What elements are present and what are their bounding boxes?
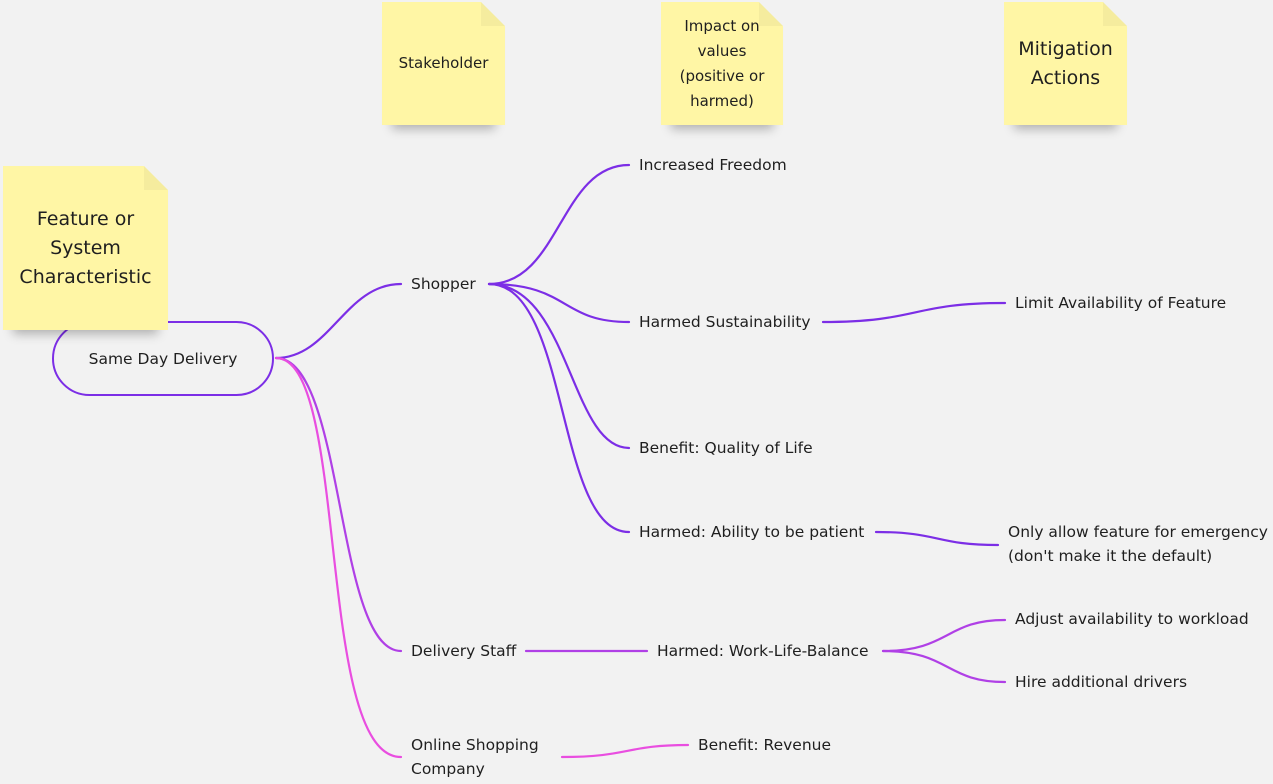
edge-worklife-hire [881, 649, 1007, 684]
sticky-note-stakeholder[interactable]: Stakeholder [382, 2, 505, 125]
node-adjust-availability-label: Adjust availability to workload [1015, 610, 1249, 628]
node-increased-freedom-label: Increased Freedom [639, 156, 787, 174]
node-only-emergency-line2: (don't make it the default) [1008, 547, 1213, 565]
edge-root-online-company [274, 356, 403, 759]
sticky-note-mitigation[interactable]: Mitigation Actions [1004, 2, 1127, 125]
edge-sustainability-limit [821, 301, 1007, 324]
sticky-note-stakeholder-text: Stakeholder [398, 54, 489, 72]
edge-root-delivery-staff [274, 356, 403, 653]
sticky-note-impact-text: Impact on values (positive or harmed) [679, 16, 765, 110]
edge-patient-emergency [874, 530, 1000, 547]
node-limit-availability[interactable]: Limit Availability of Feature [1015, 291, 1226, 315]
node-harmed-sustainability-label: Harmed Sustainability [639, 313, 811, 331]
sticky-note-mitigation-text: Mitigation Actions [1018, 37, 1113, 89]
edge-shopper-patient [487, 282, 631, 534]
node-benefit-revenue-label: Benefit: Revenue [698, 736, 832, 754]
sticky-note-impact[interactable]: Impact on values (positive or harmed) [661, 2, 783, 125]
node-benefit-revenue[interactable]: Benefit: Revenue [698, 733, 831, 757]
node-harmed-ability-patient[interactable]: Harmed: Ability to be patient [639, 520, 864, 544]
node-shopper-label: Shopper [411, 275, 476, 293]
node-increased-freedom[interactable]: Increased Freedom [639, 153, 787, 177]
node-only-emergency-line1: Only allow feature for emergency [1008, 523, 1268, 541]
node-online-shopping-company[interactable]: Online Shopping Company [411, 733, 539, 781]
node-harmed-sustainability[interactable]: Harmed Sustainability [639, 310, 811, 334]
node-online-shopping-company-line1: Online Shopping [411, 736, 539, 754]
node-shopper[interactable]: Shopper [411, 272, 476, 296]
edge-shopper-sustainability [487, 282, 631, 324]
mindmap-root-node[interactable]: Same Day Delivery [52, 321, 274, 396]
node-online-shopping-company-line2: Company [411, 760, 485, 778]
node-hire-drivers-label: Hire additional drivers [1015, 673, 1188, 691]
node-delivery-staff[interactable]: Delivery Staff [411, 639, 516, 663]
node-delivery-staff-label: Delivery Staff [411, 642, 517, 660]
node-adjust-availability[interactable]: Adjust availability to workload [1015, 607, 1249, 631]
node-harmed-work-life-balance-label: Harmed: Work-Life-Balance [657, 642, 869, 660]
sticky-note-feature[interactable]: Feature or System Characteristic [3, 166, 168, 330]
edge-shopper-freedom [487, 163, 631, 286]
edge-company-revenue [560, 743, 690, 759]
node-limit-availability-label: Limit Availability of Feature [1015, 294, 1227, 312]
node-benefit-quality-of-life-label: Benefit: Quality of Life [639, 439, 813, 457]
node-only-emergency[interactable]: Only allow feature for emergency (don't … [1008, 520, 1268, 568]
node-harmed-work-life-balance[interactable]: Harmed: Work-Life-Balance [657, 639, 869, 663]
sticky-note-feature-text: Feature or System Characteristic [19, 207, 152, 288]
root-node-label: Same Day Delivery [88, 349, 238, 368]
node-harmed-ability-patient-label: Harmed: Ability to be patient [639, 523, 865, 541]
node-benefit-quality-of-life[interactable]: Benefit: Quality of Life [639, 436, 813, 460]
edge-root-shopper [274, 282, 403, 360]
edge-worklife-adjust [881, 618, 1007, 653]
node-hire-drivers[interactable]: Hire additional drivers [1015, 670, 1187, 694]
edge-shopper-quality [487, 282, 631, 450]
